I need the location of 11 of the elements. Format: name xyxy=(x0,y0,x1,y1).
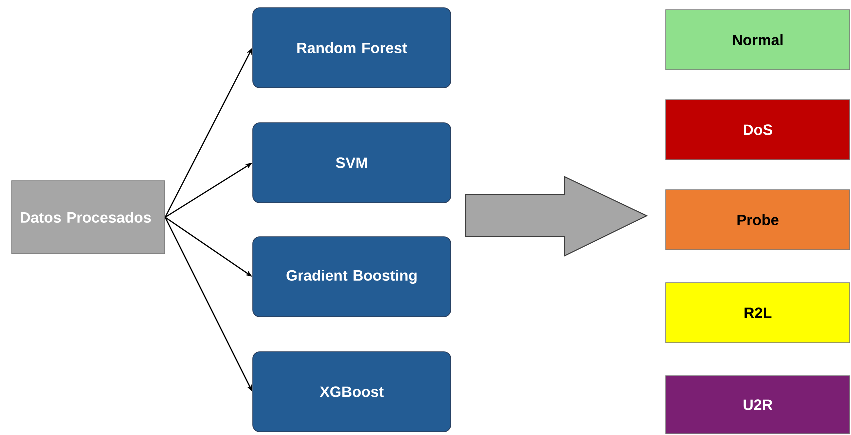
model-box: SVM xyxy=(252,122,452,204)
block-arrow xyxy=(466,176,648,257)
class-box: R2L xyxy=(666,282,850,344)
class-box: DoS xyxy=(666,100,850,160)
data-box: Datos Procesados xyxy=(12,180,166,254)
class-box: Probe xyxy=(666,190,850,250)
class-box: Normal xyxy=(666,10,850,70)
model-box: Gradient Boosting xyxy=(252,236,452,318)
model-box: Random Forest xyxy=(252,8,452,88)
model-box: XGBoost xyxy=(252,352,452,432)
class-box: U2R xyxy=(666,376,850,434)
